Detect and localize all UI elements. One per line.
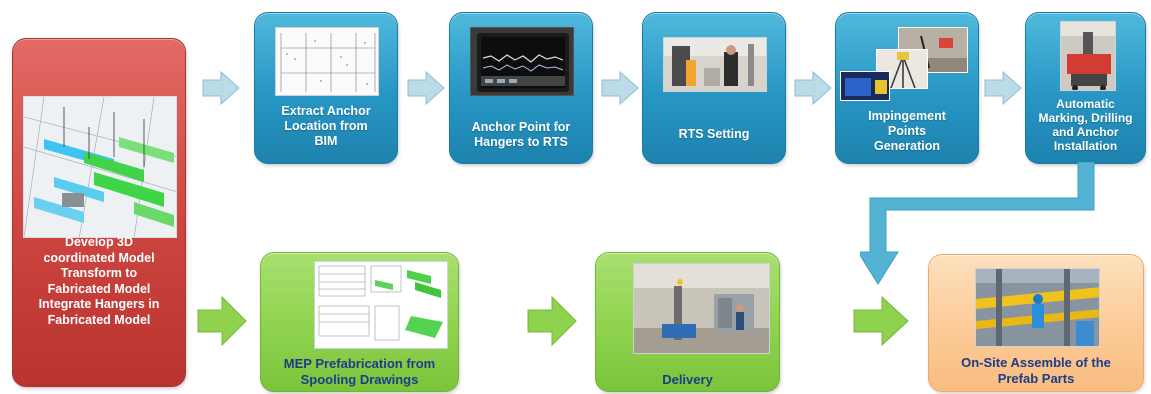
arrow-right-icon [407, 70, 445, 106]
step-automatic-marking: Automatic Marking, Drilling and Anchor I… [1025, 12, 1146, 164]
rts-controller-image [470, 27, 574, 96]
develop-model-box: Develop 3D coordinated Model Transform t… [12, 38, 186, 387]
arrow-right-icon [197, 295, 247, 347]
impingement-photo-collage [840, 27, 970, 103]
marking-robot-image [1060, 21, 1116, 91]
step-mep-prefabrication-label: MEP Prefabrication from Spooling Drawing… [283, 356, 436, 387]
arrow-right-icon [984, 70, 1022, 106]
impingement-image-3 [840, 71, 890, 101]
on-site-assembly-image [975, 268, 1100, 347]
step-on-site-assemble-label: On-Site Assemble of the Prefab Parts [961, 355, 1111, 386]
step-impingement: Impingement Points Generation [835, 12, 979, 164]
step-delivery: Delivery [595, 252, 780, 392]
arrow-right-icon [202, 70, 240, 106]
step-rts-setting-label: RTS Setting [678, 127, 750, 141]
step-anchor-point-label: Anchor Point for Hangers to RTS [471, 120, 571, 149]
connector-down-arrow-icon [860, 162, 1095, 285]
bim-plan-image [275, 27, 379, 96]
step-extract-anchor: Extract Anchor Location from BIM [254, 12, 398, 164]
arrow-right-icon [601, 70, 639, 106]
arrow-right-icon [794, 70, 832, 106]
integrate-hangers-label: Integrate Hangers in Fabricated Model [38, 297, 160, 327]
transform-model-label: Transform to Fabricated Model [47, 266, 151, 296]
step-delivery-label: Delivery [662, 372, 713, 387]
step-mep-prefabrication: MEP Prefabrication from Spooling Drawing… [260, 252, 459, 392]
develop-model-label: Develop 3D coordinated Model [43, 235, 155, 265]
step-extract-anchor-label: Extract Anchor Location from BIM [281, 104, 371, 148]
bim-model-image [23, 96, 177, 238]
step-on-site-assemble: On-Site Assemble of the Prefab Parts [928, 254, 1144, 392]
rts-setting-image [663, 37, 767, 92]
step-impingement-label: Impingement Points Generation [868, 109, 946, 153]
develop-box-text: Develop 3D coordinated Model Transform t… [13, 235, 185, 328]
spooling-drawing-image [314, 261, 448, 349]
delivery-site-image [633, 263, 770, 354]
step-anchor-point: Anchor Point for Hangers to RTS [449, 12, 593, 164]
step-rts-setting: RTS Setting [642, 12, 786, 164]
arrow-right-icon [527, 295, 577, 347]
step-automatic-marking-label: Automatic Marking, Drilling and Anchor I… [1038, 97, 1133, 153]
arrow-right-icon [853, 295, 909, 347]
